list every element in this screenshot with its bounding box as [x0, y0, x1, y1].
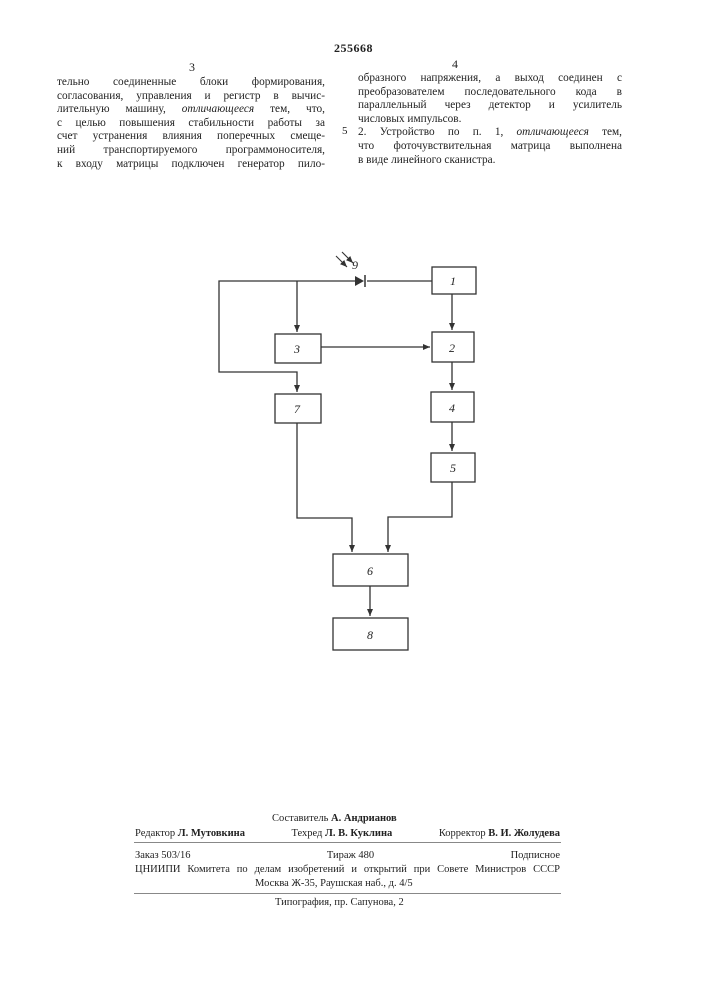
corrector-credit: Корректор В. И. Жолудева: [439, 827, 560, 841]
block-4: 4: [431, 392, 474, 422]
divider: [134, 842, 561, 843]
techred-credit: Техред Л. В. Куклина: [292, 827, 393, 841]
block-label: 4: [449, 401, 455, 415]
composer-name: А. Андрианов: [331, 813, 397, 824]
photodiode-icon: [336, 252, 365, 287]
techred-label: Техред: [292, 828, 323, 839]
printer-line: Типография, пр. Сапунова, 2: [275, 896, 404, 910]
block-1: 1: [432, 267, 476, 294]
publisher-line: ЦНИИПИ Комитета по делам изобретений и о…: [135, 863, 560, 877]
editor-name: Л. Мутовкина: [178, 828, 245, 839]
circulation: Тираж 480: [327, 849, 374, 863]
block-label: 6: [367, 564, 373, 578]
order-row: Заказ 503/16 Тираж 480 Подписное: [135, 849, 560, 863]
techred-name: Л. В. Куклина: [325, 828, 392, 839]
publisher-address: Москва Ж-35, Раушская наб., д. 4/5: [255, 877, 413, 891]
subscription: Подписное: [511, 849, 560, 863]
block-label: 8: [367, 628, 373, 642]
divider: [134, 893, 561, 894]
block-label: 5: [450, 461, 456, 475]
corrector-label: Корректор: [439, 828, 486, 839]
editors-row: Редактор Л. Мутовкина Техред Л. В. Кукли…: [135, 827, 560, 841]
block-5: 5: [431, 453, 475, 482]
block-7: 7: [275, 394, 321, 423]
block-label: 2: [449, 341, 455, 355]
order-number: Заказ 503/16: [135, 849, 190, 863]
composer-label: Составитель: [272, 813, 328, 824]
wire-5-to-6: [388, 482, 452, 552]
block-8: 8: [333, 618, 408, 650]
corrector-name: В. И. Жолудева: [488, 828, 560, 839]
block-label: 7: [294, 402, 301, 416]
photodiode-label: 9: [352, 258, 358, 272]
composer-line: Составитель А. Андрианов: [272, 812, 397, 826]
block-6: 6: [333, 554, 408, 586]
block-label: 1: [450, 274, 456, 288]
editor-label: Редактор: [135, 828, 175, 839]
wire-7-to-6: [297, 423, 352, 552]
block-2: 2: [432, 332, 474, 362]
editor-credit: Редактор Л. Мутовкина: [135, 827, 245, 841]
block-label: 3: [293, 342, 300, 356]
block-3: 3: [275, 334, 321, 363]
